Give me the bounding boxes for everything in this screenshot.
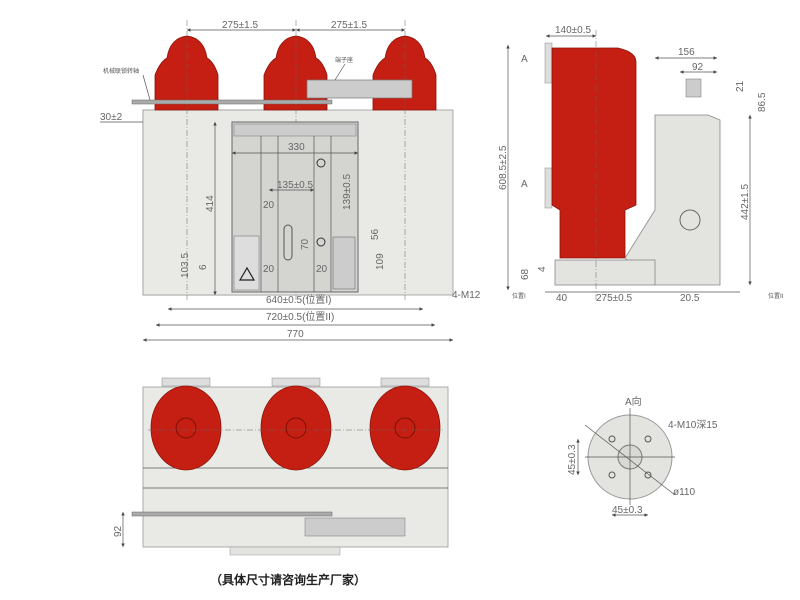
dim-156: 156 (678, 47, 695, 58)
dim-horizontal-spacing: 45±0.3 (612, 505, 643, 516)
dim-overall-height: 608.5±2.5 (498, 145, 509, 190)
top-view: 92 (113, 377, 449, 556)
footer-note: （具体尺寸请咨询生产厂家） (210, 572, 366, 587)
section-a-title: A向 (625, 395, 642, 408)
dim-70: 70 (300, 238, 311, 250)
dim-top-offset: 30±2 (100, 112, 123, 123)
dim-109: 109 (375, 253, 386, 270)
dim-6: 6 (198, 264, 209, 270)
dim-top-92: 92 (113, 525, 124, 537)
section-mark-bottom: A (521, 179, 528, 190)
dim-handle-spacing: 135±0.5 (277, 180, 314, 191)
section-a-view: A向 4-M10深15 45±0.3 45±0.3 ø110 (567, 395, 718, 517)
dim-vertical-139: 139±0.5 (342, 173, 353, 210)
dim-diameter: ø110 (673, 487, 695, 498)
dim-20-5: 20.5 (680, 293, 700, 304)
label-interlock-shaft: 机械联锁转轴 (103, 67, 139, 75)
dim-height-442: 442±1.5 (740, 183, 751, 220)
side-view: 140±0.5 A A 608.5±2.5 156 92 21 86.5 442… (498, 25, 784, 304)
mechanism-housing (624, 114, 721, 286)
pole-top-left (150, 377, 222, 471)
base-plate (554, 259, 656, 286)
dim-20-c: 20 (263, 264, 275, 275)
section-mark-top: A (521, 54, 528, 65)
dim-92: 92 (692, 62, 704, 73)
dim-86-5: 86.5 (757, 92, 768, 112)
dim-mount-hole: 4-M12 (452, 290, 481, 301)
label-position-2: 位置II (768, 292, 784, 300)
dim-103-5: 103.5 (180, 253, 191, 278)
side-pole (551, 47, 637, 259)
pole-left (154, 20, 219, 300)
label-position-1: 位置I (512, 292, 526, 300)
dim-width-720: 720±0.5(位置II) (266, 310, 334, 323)
dim-width-640: 640±0.5(位置I) (266, 293, 332, 306)
dim-20-a: 20 (263, 200, 275, 211)
dim-56: 56 (370, 228, 381, 240)
indicator-icon[interactable] (316, 158, 326, 168)
button-icon[interactable] (316, 237, 326, 247)
dim-20-b: 20 (316, 264, 328, 275)
warning-icon (238, 266, 256, 281)
dim-21: 21 (735, 80, 746, 92)
counter-plate (332, 236, 356, 290)
dim-base-spacing: 275±0.5 (596, 293, 633, 304)
dim-pole-pitch-left: 275±1.5 (222, 20, 259, 31)
dim-pole-pitch-right: 275±1.5 (331, 20, 368, 31)
dim-40: 40 (556, 293, 568, 304)
pole-top-middle (260, 377, 332, 471)
dim-68: 68 (520, 268, 531, 280)
handle-slot[interactable] (283, 224, 293, 261)
dim-4: 4 (537, 266, 548, 272)
dim-panel-width: 330 (288, 142, 305, 153)
dim-overall-width: 770 (287, 329, 304, 340)
dim-vertical-spacing: 45±0.3 (567, 444, 578, 475)
label-terminal-block: 端子座 (335, 56, 353, 64)
warning-plate (233, 235, 260, 291)
terminal-block (306, 79, 413, 99)
front-view: 机械联锁转轴 端子座 275±1.5 275±1.5 30±2 330 135±… (100, 20, 481, 342)
dim-holes: 4-M10深15 (668, 419, 718, 431)
dim-height-414: 414 (205, 195, 216, 212)
interlock-shaft (131, 99, 333, 105)
pole-top-right (369, 377, 441, 471)
dim-top-width: 140±0.5 (555, 25, 592, 36)
